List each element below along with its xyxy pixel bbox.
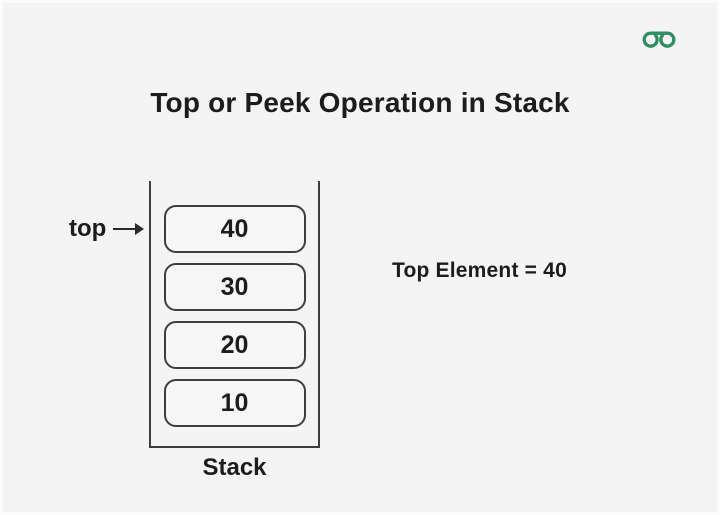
stack-item-box: 20	[163, 321, 306, 369]
geeksforgeeks-logo-icon	[642, 31, 676, 48]
arrow-right-icon	[113, 223, 145, 235]
stack-item-box: 30	[163, 263, 306, 311]
top-pointer: top	[69, 214, 145, 244]
page-title: Top or Peek Operation in Stack	[150, 87, 570, 118]
stack-caption: Stack	[202, 454, 267, 481]
stack-item-box-top: 40	[163, 205, 306, 253]
top-element-annotation: Top Element = 40	[392, 259, 567, 282]
top-pointer-label: top	[69, 215, 107, 242]
stack-item-box: 10	[163, 379, 306, 427]
stack-container: 40 30 20 10	[149, 181, 320, 448]
